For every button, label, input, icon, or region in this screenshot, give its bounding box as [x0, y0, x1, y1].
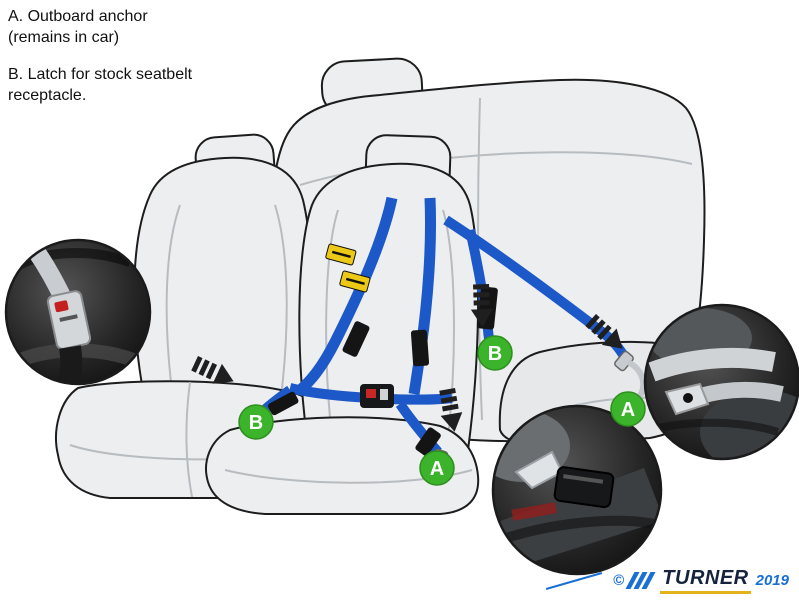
brand-name: TURNER: [660, 567, 751, 594]
legend-a-line2: (remains in car): [8, 29, 120, 46]
logo-slashes-icon: [625, 572, 656, 589]
arrow-to-b-left: [191, 356, 234, 384]
footer-logo: © TURNER 2019: [545, 567, 789, 594]
inset-photo-anchor: [643, 303, 799, 461]
arrow-to-a-bottom: [439, 388, 463, 432]
harness-sub-strap: [395, 401, 442, 456]
strap-sleeve: [267, 391, 299, 416]
legend-b-line2: receptacle.: [8, 87, 87, 104]
marker-a-right: A: [610, 391, 646, 427]
legend-a-line1: A. Outboard anchor: [8, 8, 148, 25]
marker-letter: A: [621, 399, 635, 421]
harness-shoulder-left: [294, 196, 398, 397]
copyright-symbol: ©: [613, 572, 625, 589]
legend-item-b: B. Latch for stock seatbelt receptacle.: [8, 64, 192, 106]
marker-letter: B: [488, 343, 502, 365]
inset-photo-receptacle: [4, 238, 152, 386]
legend: A. Outboard anchor (remains in car) B. L…: [8, 6, 192, 122]
harness-brand-label: [325, 243, 371, 293]
arrow-to-a-right: [585, 314, 623, 349]
marker-b-rear: B: [477, 335, 513, 371]
logo-year: 2019: [755, 572, 789, 589]
legend-b-line1: B. Latch for stock seatbelt: [8, 66, 193, 83]
marker-letter: B: [249, 412, 263, 434]
legend-item-a: A. Outboard anchor (remains in car): [8, 6, 192, 48]
arrow-to-b-right: [470, 284, 493, 328]
marker-a-bottom: A: [419, 450, 455, 486]
inset-photo-latch: [491, 404, 663, 576]
harness-buckle: [360, 384, 394, 408]
harness-adjuster: [410, 329, 430, 367]
seat-cushion: [205, 416, 480, 515]
marker-b-front: B: [238, 404, 274, 440]
marker-letter: A: [430, 458, 444, 480]
logo-accent-line: [546, 571, 603, 590]
harness-adjuster: [342, 321, 370, 357]
harness-outboard-strap: [443, 215, 631, 363]
strap-sleeve: [415, 427, 441, 456]
